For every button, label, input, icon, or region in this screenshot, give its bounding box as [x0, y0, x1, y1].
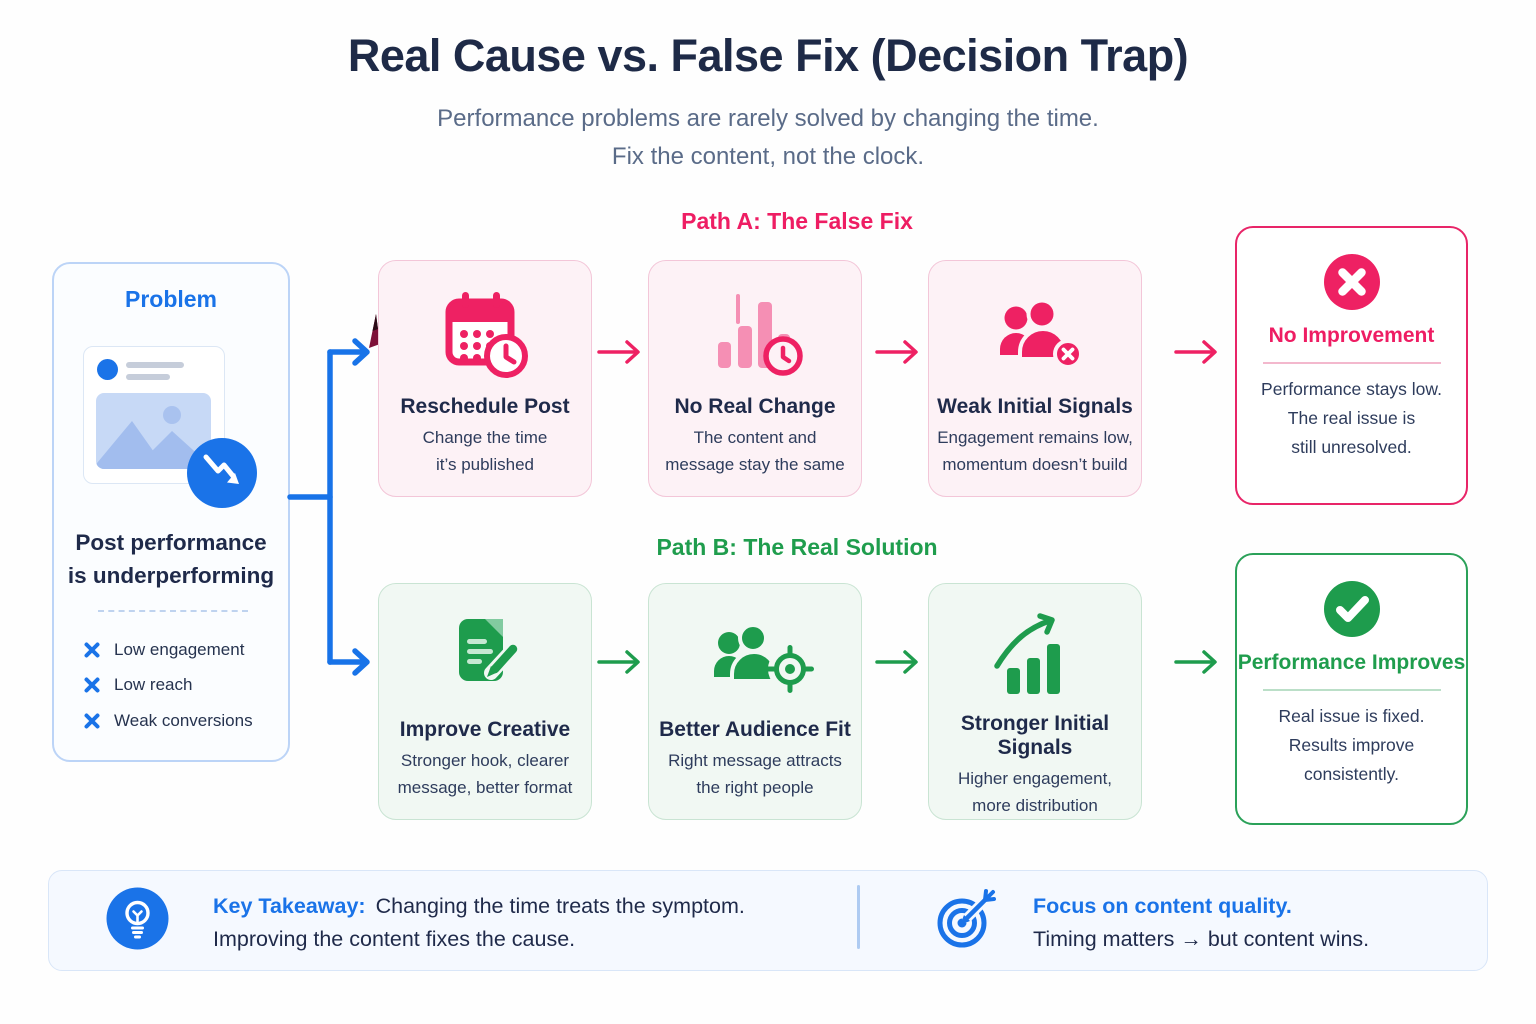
people-target-icon — [696, 608, 814, 710]
step-title: Improve Creative — [399, 718, 571, 741]
page-title: Real Cause vs. False Fix (Decision Trap) — [347, 30, 1189, 81]
focus-title: Focus on content quality. — [1033, 894, 1292, 918]
step-description: Right message attracts the right people — [668, 751, 842, 797]
arrow-right-icon — [1174, 650, 1217, 674]
x-mark-icon — [84, 642, 100, 658]
step-description: Engagement remains low, momentum doesn’t… — [937, 428, 1133, 474]
target-dart-icon — [933, 886, 999, 952]
step-description: Stronger hook, clearer message, better f… — [397, 751, 573, 797]
step-description: Higher engagement, more distribution — [957, 769, 1113, 815]
path-a-label: Path A: The False Fix — [681, 208, 913, 234]
focus-text: Focus on content quality. Timing matters… — [1033, 890, 1369, 956]
step-title: Weak Initial Signals — [937, 395, 1133, 418]
list-item: Low reach — [54, 668, 288, 704]
text-line-placeholder — [126, 374, 170, 380]
path-a-step-1-card: Reschedule Post Change the time it’s pub… — [378, 260, 592, 497]
path-a-step-3-card: Weak Initial Signals Engagement remains … — [928, 260, 1142, 497]
outcome-title: No Improvement — [1268, 324, 1435, 347]
divider — [1262, 689, 1441, 691]
trend-down-icon — [187, 438, 257, 508]
x-mark-icon — [84, 677, 100, 693]
avatar — [97, 359, 118, 380]
key-takeaway-text: Key Takeaway:Changing the time treats th… — [213, 894, 745, 951]
people-x-icon — [979, 285, 1091, 387]
check-circle-icon — [1323, 581, 1380, 637]
path-b-step-1-card: Improve Creative Stronger hook, clearer … — [378, 583, 592, 820]
arrow-right-icon — [597, 340, 640, 364]
arrow-right-icon — [875, 340, 918, 364]
divider — [98, 610, 248, 612]
outcome-description: Real issue is fixed. Results improve con… — [1278, 706, 1425, 784]
post-thumbnail — [83, 346, 225, 484]
key-takeaway-label: Key Takeaway: — [213, 894, 366, 918]
arrow-right-icon — [1174, 340, 1217, 364]
bar-chart-clock-icon — [700, 285, 810, 387]
divider — [857, 885, 860, 949]
branch-connector — [287, 338, 370, 676]
path-b-step-3-card: Stronger Initial Signals Higher engageme… — [928, 583, 1142, 820]
arrow-right-icon — [597, 650, 640, 674]
artifact-mark — [369, 314, 380, 348]
path-b-step-2-card: Better Audience Fit Right message attrac… — [648, 583, 862, 820]
step-description: The content and message stay the same — [665, 428, 845, 474]
subtitle-line-1: Performance problems are rarely solved b… — [437, 105, 1099, 132]
step-description: Change the time it’s published — [422, 428, 548, 474]
text-line-placeholder — [126, 362, 184, 368]
step-title: Better Audience Fit — [659, 718, 851, 741]
issue-list: Low engagement Low reach Weak conversion… — [54, 632, 288, 739]
subtitle-line-2: Fix the content, not the clock. — [611, 143, 925, 170]
path-a-outcome-card: No Improvement Performance stays low. Th… — [1235, 226, 1468, 505]
x-circle-icon — [1323, 254, 1380, 310]
path-b-outcome-card: Performance Improves Real issue is fixed… — [1235, 553, 1468, 825]
list-item: Weak conversions — [54, 703, 288, 739]
arrow-right-icon — [875, 650, 918, 674]
problem-card: Problem Post performance is underper — [52, 262, 290, 762]
document-pencil-icon — [433, 608, 537, 710]
problem-label: Problem — [124, 286, 218, 312]
step-title: No Real Change — [674, 395, 836, 418]
footer-bar: Key Takeaway:Changing the time treats th… — [48, 870, 1488, 971]
outcome-description: Performance stays low. The real issue is… — [1261, 379, 1442, 457]
path-a-step-2-card: No Real Change The content and message s… — [648, 260, 862, 497]
growth-chart-icon — [983, 608, 1087, 704]
step-title: Stronger Initial Signals — [960, 712, 1110, 759]
outcome-title: Performance Improves — [1237, 651, 1466, 674]
x-mark-icon — [84, 713, 100, 729]
divider — [1262, 362, 1441, 364]
lightbulb-icon — [106, 887, 169, 950]
problem-statement: Post performance is underperforming — [67, 530, 275, 588]
step-title: Reschedule Post — [400, 395, 570, 418]
calendar-clock-icon — [433, 285, 537, 387]
list-item: Low engagement — [54, 632, 288, 668]
path-b-label: Path B: The Real Solution — [656, 534, 938, 560]
